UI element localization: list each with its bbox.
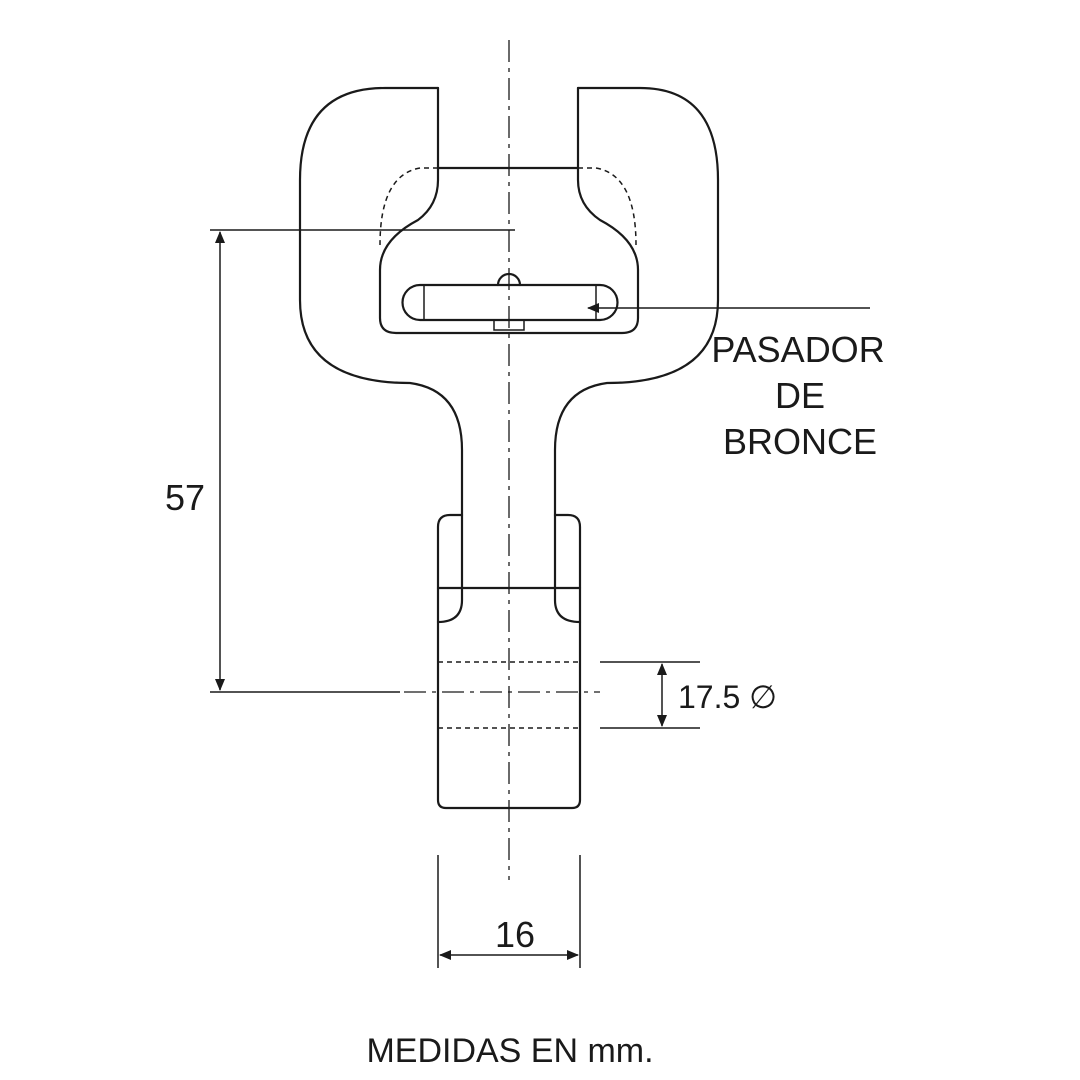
label-pin-line3: BRONCE [723, 421, 877, 462]
part-outline-head [298, 86, 720, 517]
dimension-diameter-label: 17.5 ∅ [678, 679, 777, 715]
hidden-curve-right [578, 167, 637, 246]
dimension-width [437, 855, 581, 968]
lower-barrel [404, 513, 600, 810]
dimension-diameter [600, 661, 700, 729]
dimension-width-label: 16 [495, 914, 535, 955]
label-pin-line2: DE [775, 375, 825, 416]
hidden-curve-left [379, 167, 438, 246]
dimension-height-label: 57 [165, 477, 205, 518]
slot-left-wall [378, 86, 640, 335]
brass-pin [401, 272, 619, 331]
dimension-height [210, 229, 515, 693]
label-pin-line1: PASADOR [711, 329, 884, 370]
footer-note: MEDIDAS EN mm. [366, 1032, 653, 1070]
